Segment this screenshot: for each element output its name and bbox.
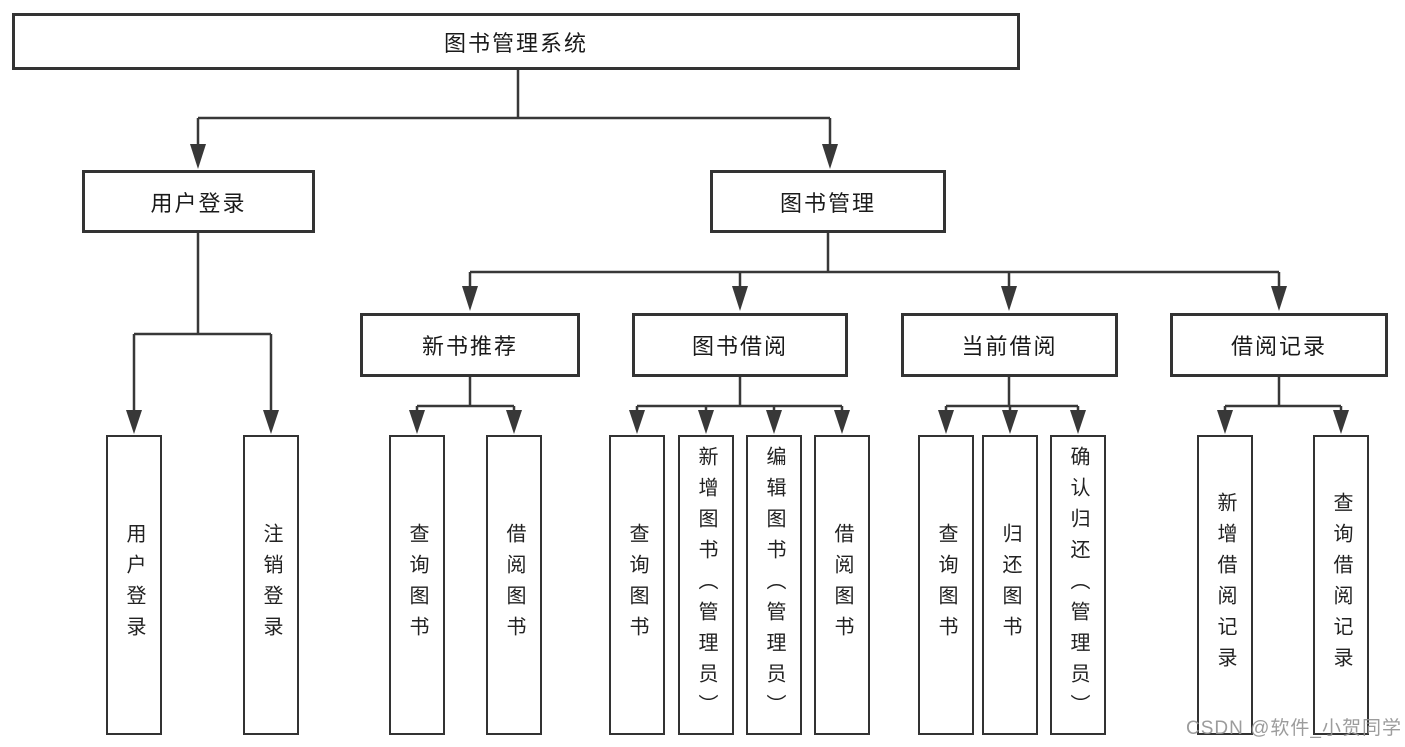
connector-book-management-modules (462, 233, 1287, 311)
arrowhead-icon (766, 410, 782, 434)
connector-new-book-children (409, 377, 522, 434)
leaf-add-book-admin: 新增图书（管理员） (678, 435, 734, 735)
arrowhead-icon (1001, 286, 1017, 311)
leaf-query-books-borrow-label: 查询图书 (626, 523, 648, 647)
leaf-query-books-borrow: 查询图书 (609, 435, 665, 735)
leaf-confirm-return-admin-label: 确认归还（管理员） (1067, 445, 1089, 725)
leaf-borrow-books: 借阅图书 (814, 435, 870, 735)
leaf-logout-label: 注销登录 (260, 523, 282, 647)
leaf-borrow-books-recommend: 借阅图书 (486, 435, 542, 735)
leaf-add-borrow-record: 新增借阅记录 (1197, 435, 1253, 735)
arrowhead-icon (506, 410, 522, 434)
arrowhead-icon (462, 286, 478, 311)
node-current-borrow-label: 当前借阅 (961, 334, 1058, 359)
leaf-user-login: 用户登录 (106, 435, 162, 735)
csdn-watermark: CSDN @软件_小贺同学 (1186, 718, 1402, 739)
node-new-book-recommend-label: 新书推荐 (421, 334, 518, 359)
node-borrow-records-label: 借阅记录 (1230, 334, 1327, 359)
leaf-query-books-current-label: 查询图书 (935, 523, 957, 647)
node-root: 图书管理系统 (12, 13, 1020, 70)
connector-current-borrow-children (938, 377, 1086, 434)
leaf-return-book-label: 归还图书 (999, 523, 1021, 647)
leaf-add-borrow-record-label: 新增借阅记录 (1214, 492, 1236, 678)
arrowhead-icon (732, 286, 748, 311)
node-user-login-label: 用户登录 (150, 190, 247, 216)
arrowhead-icon (1070, 410, 1086, 434)
arrowhead-icon (1271, 286, 1287, 311)
connector-borrow-record-children (1217, 377, 1349, 434)
leaf-query-books-current: 查询图书 (918, 435, 974, 735)
arrowhead-icon (938, 410, 954, 434)
leaf-confirm-return-admin: 确认归还（管理员） (1050, 435, 1106, 735)
connector-user-login-children (126, 233, 279, 434)
arrowhead-icon (190, 144, 206, 169)
arrowhead-icon (1002, 410, 1018, 434)
leaf-edit-book-admin: 编辑图书（管理员） (746, 435, 802, 735)
arrowhead-icon (1217, 410, 1233, 434)
leaf-add-book-admin-label: 新增图书（管理员） (695, 445, 717, 725)
arrowhead-icon (698, 410, 714, 434)
arrowhead-icon (1333, 410, 1349, 434)
node-user-login: 用户登录 (82, 170, 315, 233)
arrowhead-icon (629, 410, 645, 434)
leaf-query-borrow-record: 查询借阅记录 (1313, 435, 1369, 735)
node-root-label: 图书管理系统 (443, 30, 588, 56)
leaf-borrow-books-label: 借阅图书 (831, 523, 853, 647)
leaf-query-books-recommend-label: 查询图书 (406, 523, 428, 647)
connector-book-borrow-children (629, 377, 850, 434)
arrowhead-icon (126, 410, 142, 434)
arrowhead-icon (822, 144, 838, 169)
node-book-management: 图书管理 (710, 170, 946, 233)
node-book-borrow-label: 图书借阅 (691, 334, 788, 359)
leaf-return-book: 归还图书 (982, 435, 1038, 735)
arrowhead-icon (834, 410, 850, 434)
node-book-borrow: 图书借阅 (632, 313, 848, 377)
leaf-logout: 注销登录 (243, 435, 299, 735)
arrowhead-icon (263, 410, 279, 434)
arrowhead-icon (409, 410, 425, 434)
leaf-query-books-recommend: 查询图书 (389, 435, 445, 735)
node-book-management-label: 图书管理 (779, 190, 876, 216)
leaf-query-borrow-record-label: 查询借阅记录 (1330, 492, 1352, 678)
leaf-user-login-label: 用户登录 (123, 523, 145, 647)
node-borrow-records: 借阅记录 (1170, 313, 1388, 377)
leaf-edit-book-admin-label: 编辑图书（管理员） (763, 445, 785, 725)
node-current-borrow: 当前借阅 (901, 313, 1118, 377)
node-new-book-recommend: 新书推荐 (360, 313, 580, 377)
leaf-borrow-books-recommend-label: 借阅图书 (503, 523, 525, 647)
connector-root-to-level2 (190, 70, 838, 169)
